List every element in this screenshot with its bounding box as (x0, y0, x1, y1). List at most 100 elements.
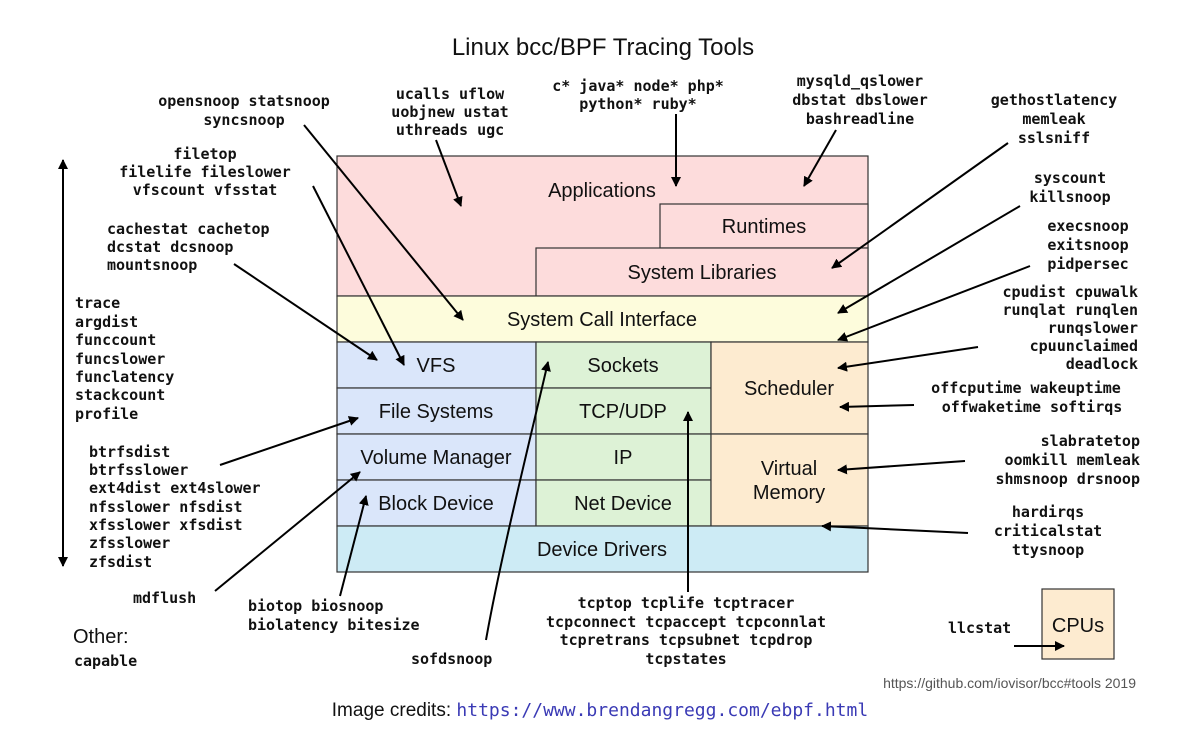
tool-line: runqlat runqlen (1003, 301, 1138, 319)
tool-line: argdist (75, 313, 138, 331)
syscall-interface-box (336, 295, 869, 343)
biotop-group: biotop biosnoop biolatency bitesize (248, 597, 420, 634)
system-libraries-box (535, 247, 869, 297)
filetop-group: filetop filelife fileslower vfscount vfs… (119, 145, 291, 199)
cpudist-group: cpudist cpuwalk runqlat runqlen runqslow… (1003, 283, 1138, 373)
tool-line: tcptop tcplife tcptracer (578, 594, 795, 612)
net-device-box (535, 479, 712, 527)
btrfsdist-arrow (219, 416, 359, 466)
tcp-udp-box (535, 387, 712, 435)
applications-label: Applications (548, 180, 656, 202)
tool-line: tcpconnect tcpaccept tcpconnlat (546, 613, 826, 631)
tool-line: cpudist cpuwalk (1003, 283, 1138, 301)
tool-line: runqslower (1048, 319, 1138, 337)
tool-line: syscount (1034, 169, 1106, 187)
mysqld-arrow (803, 129, 837, 187)
tool-line: oomkill memleak (1005, 451, 1140, 469)
device-drivers-label: Device Drivers (537, 539, 667, 561)
runtimes-label: Runtimes (722, 216, 806, 238)
tool-line: uthreads ugc (396, 121, 504, 139)
tool-line: tcpstates (645, 650, 726, 668)
tool-line: c* java* node* php* (552, 77, 724, 95)
tool-line: funccount (75, 331, 156, 349)
gethostlatency-arrow (831, 142, 1009, 269)
biotop-arrow (339, 495, 369, 597)
tool-line: profile (75, 405, 138, 423)
syscount-arrow (837, 205, 1021, 314)
diagram-title: Linux bcc/BPF Tracing Tools (452, 34, 754, 61)
scheduler-box (710, 341, 869, 435)
tool-line: gethostlatency (991, 91, 1117, 109)
vfs-label: VFS (417, 355, 456, 377)
tool-line: mountsnoop (107, 256, 197, 274)
tool-line: mysqld_qslower (797, 72, 923, 90)
offcputime-arrow (839, 401, 915, 412)
filetop-arrow (312, 185, 405, 366)
tool-line: zfsdist (89, 553, 152, 571)
tool-line: sslsniff (1018, 129, 1090, 147)
virtual-memory-label-2: Memory (753, 482, 825, 504)
tool-line: nfsslower nfsdist (89, 498, 243, 516)
execsnoop-group: execsnoop exitsnoop pidpersec (1047, 217, 1128, 273)
slabratetop-group: slabratetop oomkill memleak shmsnoop drs… (996, 432, 1141, 488)
capable-label: capable (74, 652, 137, 670)
tool-line: trace (75, 294, 120, 312)
llcstat-label: llcstat (948, 619, 1011, 637)
stack (336, 155, 1115, 660)
tool-line: vfscount vfsstat (133, 181, 278, 199)
tcp-udp-label: TCP/UDP (579, 401, 667, 423)
tool-line: stackcount (75, 386, 165, 404)
gethostlatency-group: gethostlatency memleak sslsniff (991, 91, 1117, 147)
other-heading: Other: (73, 626, 129, 648)
system-libraries-label: System Libraries (628, 262, 777, 284)
cachestat-arrow (233, 263, 378, 361)
volume-manager-label: Volume Manager (360, 447, 512, 469)
cpus-label: CPUs (1052, 615, 1104, 637)
tool-line: uobjnew ustat (391, 103, 508, 121)
virtual-memory-box (710, 433, 869, 527)
source-note: https://github.com/iovisor/bcc#tools 201… (883, 675, 1136, 691)
block-device-box (336, 479, 537, 527)
mdflush-arrow (214, 471, 361, 592)
execsnoop-arrow (837, 265, 1031, 342)
tool-line: biolatency bitesize (248, 616, 420, 634)
tool-line: offcputime wakeuptime (931, 379, 1121, 397)
ucalls-arrow (435, 139, 463, 207)
tool-line: dcstat dcsnoop (107, 238, 233, 256)
net-device-label: Net Device (574, 493, 672, 515)
tool-line: syncsnoop (203, 111, 284, 129)
offcputime-group: offcputime wakeuptime offwaketime softir… (931, 379, 1122, 416)
tool-line: python* ruby* (579, 95, 696, 113)
tool-line: bashreadline (806, 110, 914, 128)
sofdsnoop-arrow (485, 361, 551, 641)
scheduler-label: Scheduler (744, 378, 834, 400)
tool-line: pidpersec (1047, 255, 1128, 273)
tool-line: criticalstat (994, 522, 1102, 540)
tool-line: shmsnoop drsnoop (996, 470, 1141, 488)
tool-line: btrfsdist (89, 443, 170, 461)
tool-line: funclatency (75, 368, 174, 386)
tool-line: cpuunclaimed (1030, 337, 1138, 355)
virtual-memory-label-1: Virtual (761, 458, 817, 480)
runtimes-tools-group: c* java* node* php* python* ruby* (552, 77, 724, 113)
tool-line: slabratetop (1041, 432, 1140, 450)
cpudist-arrow (837, 346, 979, 372)
tool-line: funcslower (75, 350, 165, 368)
sofdsnoop-label: sofdsnoop (411, 650, 492, 668)
hardirqs-arrow (821, 521, 969, 534)
tool-line: ext4dist ext4slower (89, 479, 261, 497)
tool-line: hardirqs (1012, 503, 1084, 521)
tool-line: filetop (173, 145, 236, 163)
tool-line: xfsslower xfsdist (89, 516, 243, 534)
device-drivers-box (336, 525, 869, 573)
trace-group: trace argdist funccount funcslower funcl… (75, 294, 174, 423)
hardirqs-group: hardirqs criticalstat ttysnoop (994, 503, 1102, 559)
credit-url[interactable]: https://www.brendangregg.com/ebpf.html (456, 700, 869, 721)
runtimes-box (659, 203, 869, 249)
mysqld-group: mysqld_qslower dbstat dbslower bashreadl… (792, 72, 927, 128)
syscall-interface-label: System Call Interface (507, 309, 697, 331)
tool-line: zfsslower (89, 534, 170, 552)
image-credits: Image credits: https://www.brendangregg.… (0, 700, 1200, 722)
tool-line: offwaketime softirqs (942, 398, 1123, 416)
